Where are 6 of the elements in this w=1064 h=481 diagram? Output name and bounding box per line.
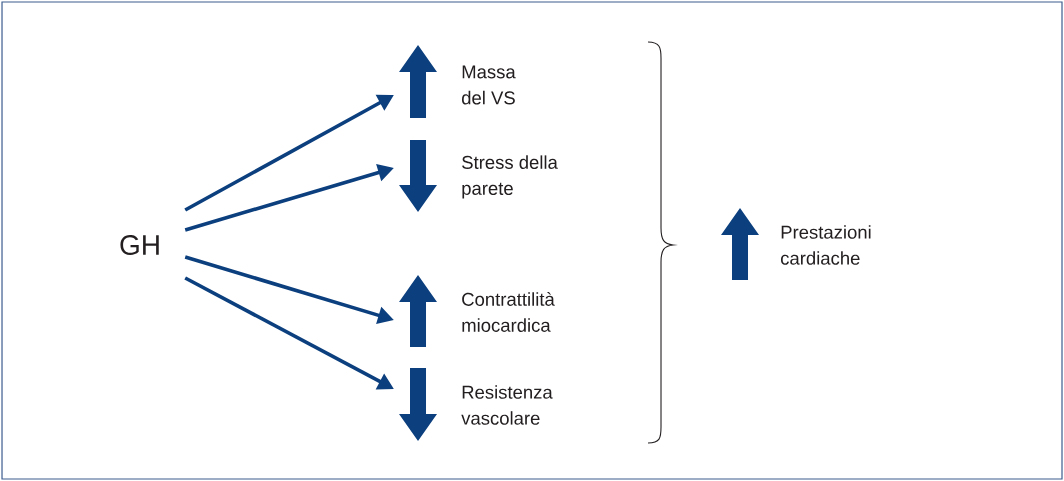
- label: Resistenza vascolare: [461, 385, 553, 425]
- label: Stress della parete: [462, 155, 558, 199]
- label: Prestazioni cardiache: [781, 225, 871, 265]
- label: GH: [120, 235, 159, 255]
- label: Contrattilità miocardica: [462, 292, 555, 332]
- label: Massa del VS: [462, 65, 516, 105]
